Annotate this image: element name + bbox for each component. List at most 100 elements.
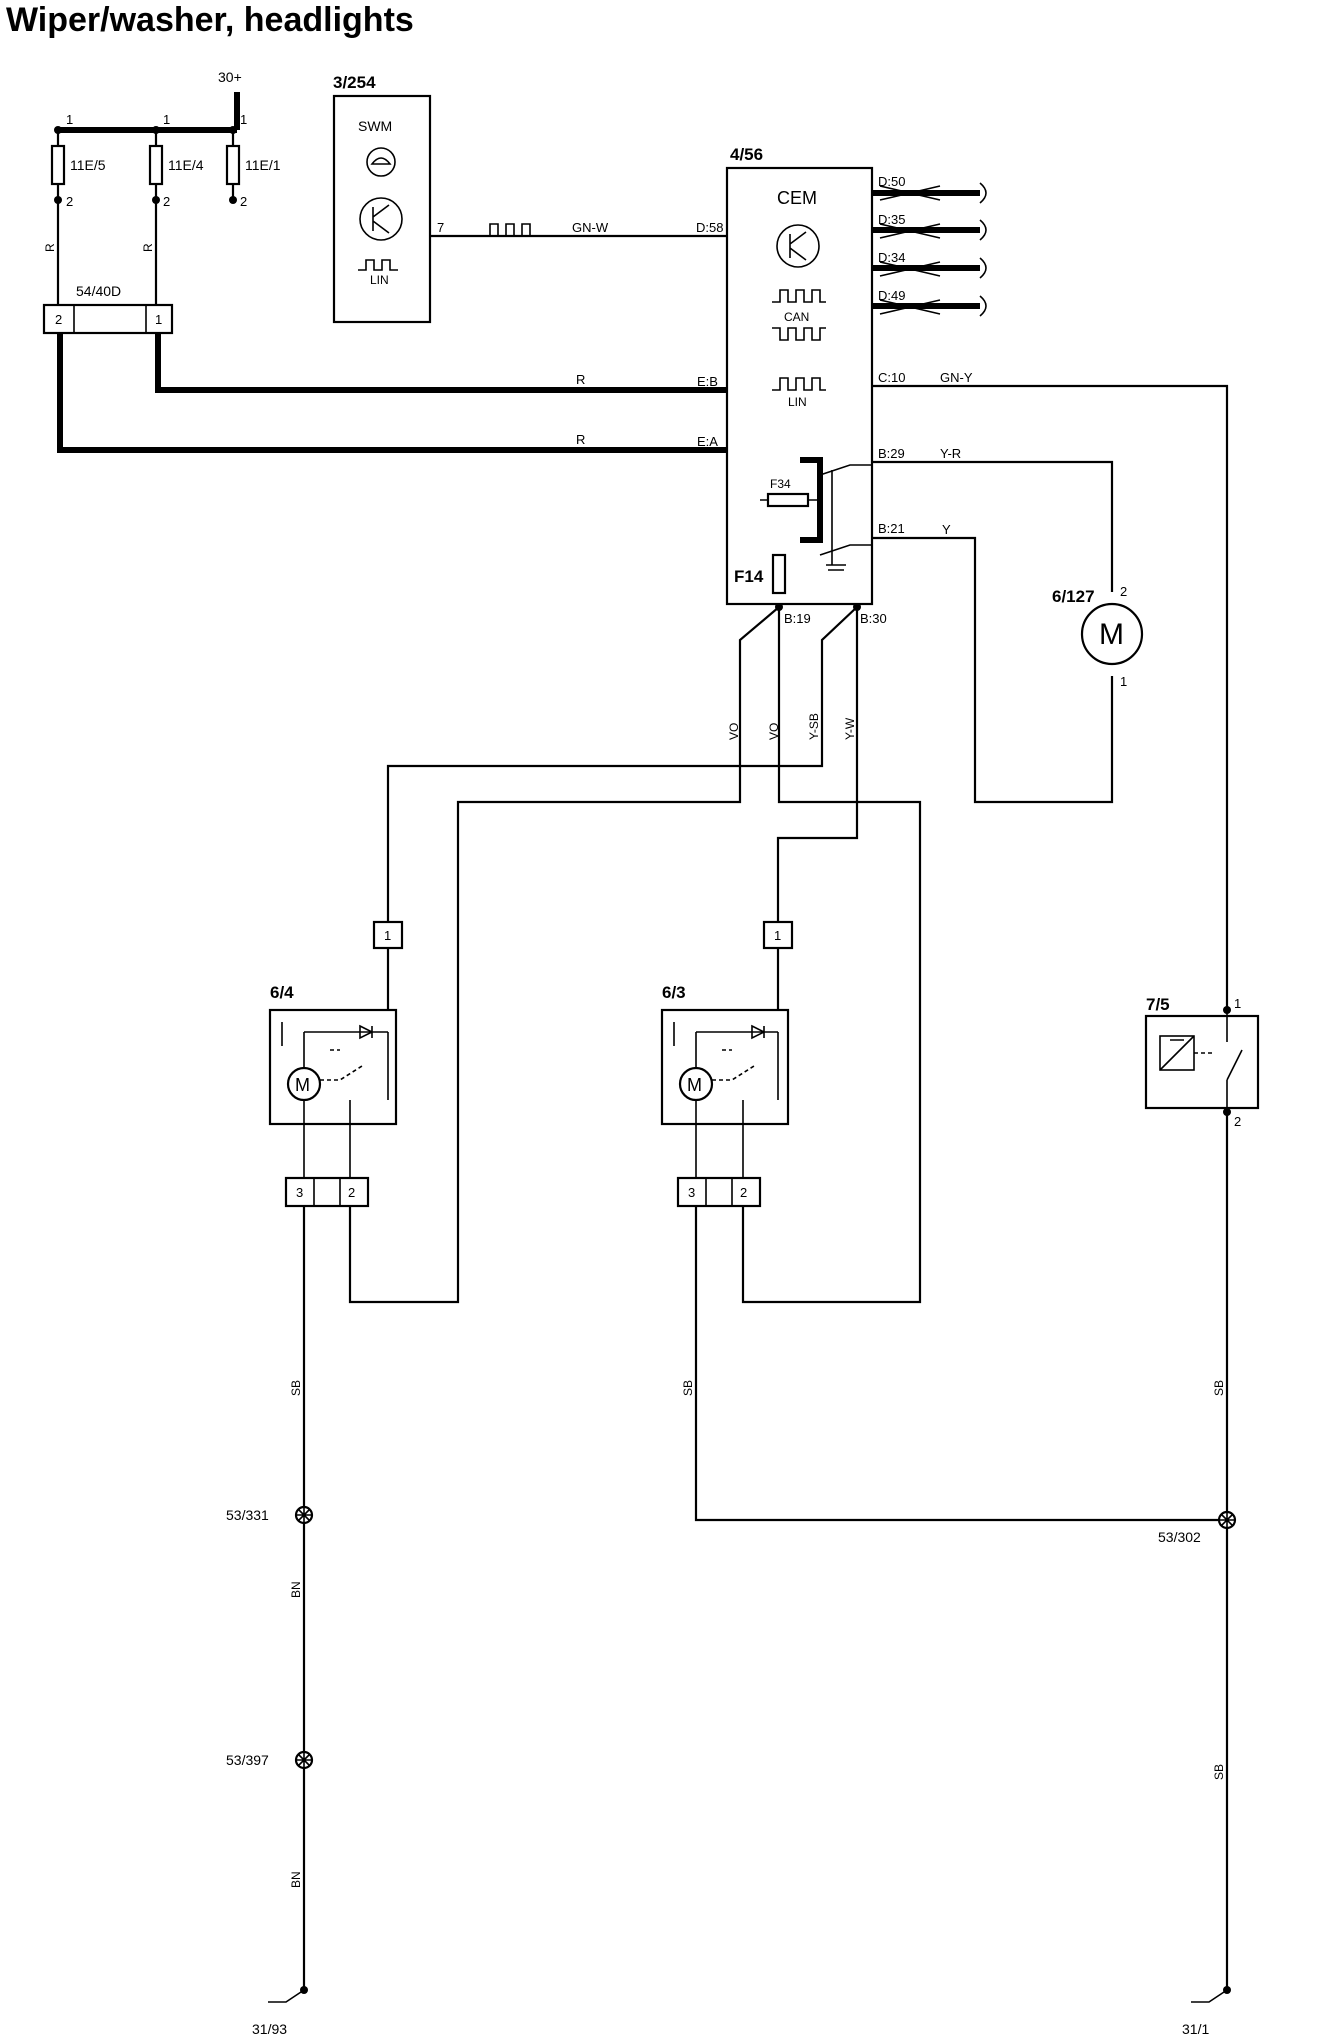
cem-can-label: CAN <box>784 310 809 324</box>
cem-pin-eb: E:B <box>697 374 718 389</box>
fuse-4-pin-out: 2 <box>163 194 170 209</box>
can-bus-twisted-pairs <box>872 182 987 317</box>
cem-transistor-icon <box>776 224 820 268</box>
cem-module <box>725 166 874 606</box>
swm-id: 3/254 <box>333 73 376 92</box>
cem-pin-b30: B:30 <box>860 611 887 626</box>
transistor-icon <box>359 197 403 241</box>
wire-vo-right-color: VO <box>767 723 781 740</box>
cem-pin-c10: C:10 <box>878 370 905 385</box>
wire-ea-color: R <box>576 432 585 447</box>
motor-right-connector <box>676 1176 762 1208</box>
cem-id: 4/56 <box>730 145 763 164</box>
motor-left-conn-1: 1 <box>384 928 391 943</box>
relay-contact-1 <box>819 464 872 476</box>
level-switch-contact <box>1226 1010 1243 1112</box>
wire-right-sb1-color: SB <box>1212 1380 1226 1396</box>
fuse-11e5-label: 11E/5 <box>70 157 106 173</box>
swm-bus-label: LIN <box>370 273 389 287</box>
ground-31-1-icon <box>1191 1989 1228 2003</box>
wire-y-w <box>776 607 859 922</box>
washer-level-switch <box>1144 1014 1260 1110</box>
wire-b21-color: Y <box>942 522 951 537</box>
cem-lin-icon <box>772 377 826 391</box>
fuse-11e5-body <box>50 144 66 186</box>
cem-pin-d35: D:35 <box>878 212 905 227</box>
wiper-symbol-icon <box>366 147 396 177</box>
fuse-4-node <box>152 126 160 134</box>
cem-pin-ea: E:A <box>697 434 718 449</box>
fuse-5-pin-out: 2 <box>66 194 73 209</box>
fuse-11e4-label: 11E/4 <box>168 157 204 173</box>
wire-right-sb2-color: SB <box>1212 1764 1226 1780</box>
wire-eb-color: R <box>576 372 585 387</box>
cem-pin-b21: B:21 <box>878 521 905 536</box>
cem-ground-icon <box>826 470 846 571</box>
wire-cem-ea <box>57 333 727 453</box>
splice-53-302-label: 53/302 <box>1158 1529 1201 1545</box>
ground-31-93-icon <box>268 1989 305 2003</box>
fuse-f34-label: F34 <box>770 477 791 491</box>
splice-53-397 <box>294 1750 314 1770</box>
pump-motor-symbol: M <box>1099 618 1124 651</box>
motor-left-diode-icon <box>359 1024 374 1040</box>
splice-53-302 <box>1217 1510 1237 1530</box>
wire-left-sb-color: SB <box>289 1380 303 1396</box>
battery-label: 30+ <box>218 69 242 85</box>
connector-pin-2: 2 <box>55 312 62 327</box>
wire-y-sb-color: Y-SB <box>807 713 821 740</box>
fuse-f34 <box>766 492 810 508</box>
wire-left-bn1-color: BN <box>289 1581 303 1598</box>
motor-right-diode-icon <box>751 1024 766 1040</box>
fuse-4-wire-color: R <box>141 243 155 252</box>
cem-pin-d49: D:49 <box>878 288 905 303</box>
wire-c10-color: GN-Y <box>940 370 973 385</box>
wire-mid-ground <box>694 1206 1227 1522</box>
wire-left-bn2-color: BN <box>289 1871 303 1888</box>
motor-left-pin-2: 2 <box>348 1185 355 1200</box>
wire-mid-sb-color: SB <box>681 1380 695 1396</box>
cem-pin-d58: D:58 <box>696 220 723 235</box>
wiper-motor-left <box>268 1008 398 1126</box>
cem-pin-b19: B:19 <box>784 611 811 626</box>
fuse-11e1-label: 11E/1 <box>245 157 281 173</box>
motor-right-pin-3: 3 <box>688 1185 695 1200</box>
wire-b21 <box>872 536 1114 804</box>
wire-swm-cem-color: GN-W <box>572 220 609 235</box>
can-low-icon <box>772 327 826 341</box>
fuse-f14 <box>771 553 787 595</box>
connector-pin-1: 1 <box>155 312 162 327</box>
washer-pump-motor <box>1080 602 1144 666</box>
wire-cem-eb <box>155 333 727 393</box>
wire-y-w-color: Y-W <box>843 717 857 740</box>
page-title: Wiper/washer, headlights <box>6 1 414 39</box>
fuse-5-pin-in: 1 <box>66 112 73 127</box>
swm-module <box>332 94 432 324</box>
swm-name: SWM <box>358 118 392 134</box>
motor-right-pin-2: 2 <box>740 1185 747 1200</box>
wire-y-sb <box>386 606 858 922</box>
level-sensor-icon <box>1159 1035 1195 1071</box>
wire-b29-color: Y-R <box>940 446 961 461</box>
cem-pin-b29: B:29 <box>878 446 905 461</box>
wiper-motor-right <box>660 1008 790 1126</box>
motor-left-id: 6/4 <box>270 983 294 1002</box>
relay-contact-2 <box>819 544 872 556</box>
motor-left-symbol: M <box>295 1075 310 1095</box>
wire-c10 <box>872 384 1229 1010</box>
motor-left-pin-3: 3 <box>296 1185 303 1200</box>
wire-vo-left <box>348 606 780 1304</box>
fuse-1-out-node <box>229 196 237 204</box>
connector-54-40d <box>42 303 174 335</box>
fuse-11e4-body <box>148 144 164 186</box>
swm-pin-7: 7 <box>437 220 444 235</box>
level-switch-pin-2: 2 <box>1234 1114 1241 1129</box>
fuse-11e1-body <box>225 144 241 186</box>
level-switch-pin-1: 1 <box>1234 996 1241 1011</box>
fuse-f14-label: F14 <box>734 567 764 586</box>
cem-lin-label: LIN <box>788 395 807 409</box>
connector-54-40d-label: 54/40D <box>76 283 121 299</box>
motor-left-connector <box>284 1176 370 1208</box>
wire-b29 <box>872 460 1114 592</box>
